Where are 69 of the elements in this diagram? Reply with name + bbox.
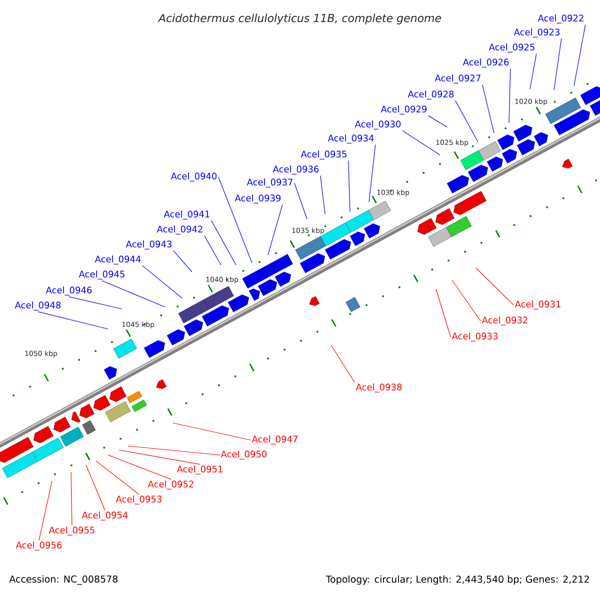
leader-line xyxy=(574,24,586,86)
gene-label: Acel_0937 xyxy=(246,178,292,188)
gene-label: Acel_0946 xyxy=(46,286,92,296)
gene-label: Acel_0941 xyxy=(164,210,210,220)
gene-label: Acel_0952 xyxy=(148,480,194,490)
leader-line xyxy=(452,280,481,322)
leader-line xyxy=(70,472,72,526)
leader-line xyxy=(118,450,200,465)
gene-label: Acel_0931 xyxy=(514,300,560,310)
gene-label: Acel_0950 xyxy=(220,450,267,460)
gene-label: Acel_0951 xyxy=(176,466,222,474)
leader-line xyxy=(294,182,308,220)
leader-line xyxy=(330,344,355,383)
gene-label: Acel_0953 xyxy=(116,496,162,504)
leader-line xyxy=(218,176,252,264)
leader-line xyxy=(268,204,283,256)
gene-label: Acel_0947 xyxy=(252,436,298,444)
gene-label: Acel_0935 xyxy=(300,150,346,160)
leader-line xyxy=(96,460,140,495)
leader-line xyxy=(476,268,514,306)
leader-line xyxy=(128,446,220,456)
gene-label: Acel_0940 xyxy=(170,172,217,182)
leader-line xyxy=(482,84,494,134)
leader-line xyxy=(38,480,52,541)
leader-line xyxy=(455,100,478,142)
gene-label: Acel_0939 xyxy=(234,194,281,204)
gene-label: Acel_0925 xyxy=(488,44,534,52)
leader-line xyxy=(554,38,562,90)
gene-label: Acel_0928 xyxy=(408,90,454,100)
leader-line xyxy=(142,265,182,298)
gene-label: Acel_0927 xyxy=(434,74,480,84)
gene-label: Acel_0943 xyxy=(126,240,172,250)
leader-line xyxy=(320,175,326,214)
leader-line xyxy=(368,144,376,202)
footer-text: Topology: circular; Length: 2,443,540 bp; Genes: 2,212 xyxy=(326,575,589,585)
gene-label: Acel_0933 xyxy=(452,332,498,342)
title: Acidothermus cellulolyticus 11B, complete genome xyxy=(158,14,442,24)
leader-line xyxy=(173,250,192,272)
gene-label: Acel_0929 xyxy=(380,106,427,114)
leader-line xyxy=(38,311,108,330)
gene-label: Acel_0944 xyxy=(94,256,141,264)
leader-line xyxy=(108,454,172,480)
leader-line xyxy=(508,68,511,124)
gene-label: Acel_0934 xyxy=(328,134,374,144)
gene-label: Acel_0938 xyxy=(356,384,402,392)
leader-line xyxy=(86,464,106,511)
leader-line xyxy=(436,288,451,338)
gene-label: Acel_0923 xyxy=(514,28,560,38)
leader-line xyxy=(102,280,166,308)
gene-label: Acel_0922 xyxy=(538,14,584,24)
gene-label: Acel_0932 xyxy=(482,316,528,326)
gene-label: Acel_0956 xyxy=(16,542,62,550)
leader-line xyxy=(428,115,448,128)
gene-label: Acel_0936 xyxy=(272,166,319,174)
gene-label: Acel_0942 xyxy=(156,226,202,234)
gene-label: Acel_0930 xyxy=(354,120,401,130)
gene-label: Acel_0948 xyxy=(14,302,61,310)
gene-label: Acel_0954 xyxy=(82,512,128,520)
leader-line xyxy=(211,220,236,266)
gene-label: Acel_0955 xyxy=(48,526,94,536)
leader-line xyxy=(402,130,440,156)
leader-line xyxy=(530,53,537,90)
leader-line xyxy=(348,160,350,212)
leader-line xyxy=(204,235,222,266)
footer-text: Accession: NC_008578 xyxy=(9,575,118,585)
gene-label: Acel_0926 xyxy=(462,58,509,68)
leader-line xyxy=(68,296,122,310)
leader-line xyxy=(172,422,251,440)
gene-label: Acel_0945 xyxy=(78,270,124,280)
